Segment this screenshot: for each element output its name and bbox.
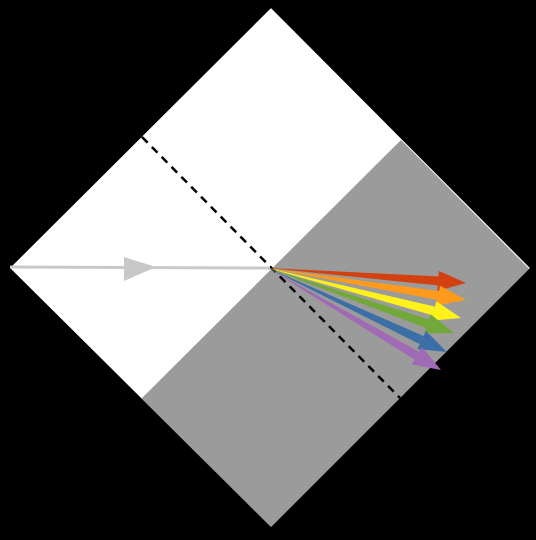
- refracted-ray-green: [268, 268, 454, 334]
- refracted-ray-violet: [268, 268, 441, 370]
- refracted-rays: [268, 268, 466, 370]
- ray-arrowhead-blue: [417, 331, 447, 352]
- refracted-ray-red: [268, 268, 466, 291]
- ray-shaft-yellow: [268, 268, 436, 316]
- ray-shaft-green: [268, 268, 430, 329]
- normal-line: [141, 136, 401, 399]
- ray-shaft-blue: [268, 268, 424, 345]
- ray-arrowhead-green: [424, 314, 454, 334]
- incident-ray: [9, 257, 271, 281]
- ray-arrowhead-violet: [411, 347, 441, 370]
- ray-shaft-red: [268, 268, 439, 286]
- ray-arrowhead-yellow: [431, 301, 461, 321]
- ray-arrowhead-red: [437, 270, 466, 291]
- refracted-ray-yellow: [268, 268, 461, 321]
- refracted-ray-orange: [268, 268, 466, 306]
- lower-medium: [140, 140, 530, 527]
- ray-arrowhead-orange: [436, 285, 466, 306]
- ray-shaft-orange: [268, 268, 440, 300]
- incident-arrowhead: [124, 257, 156, 281]
- ray-shaft-violet: [268, 268, 420, 360]
- refracted-ray-blue: [268, 268, 447, 352]
